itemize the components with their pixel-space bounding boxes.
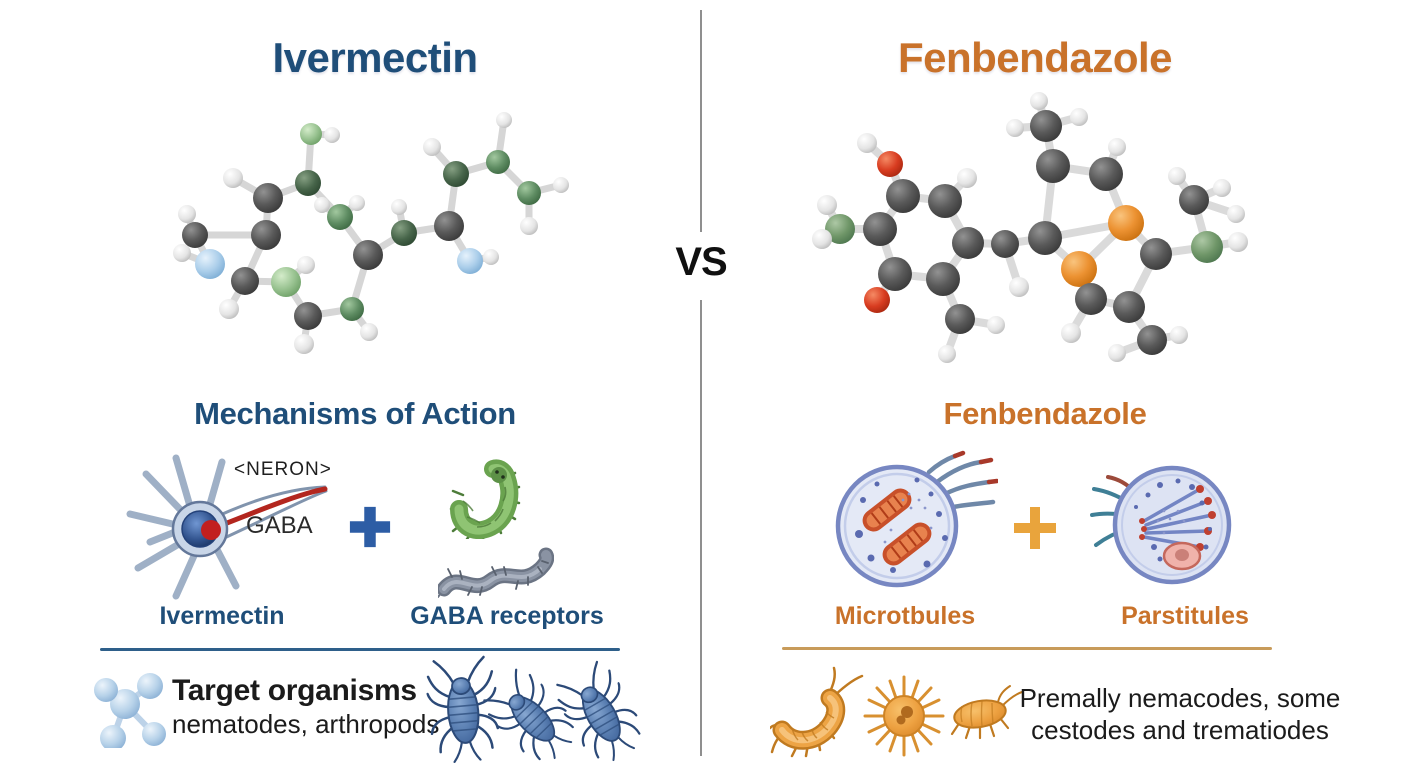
vs-label: VS [675, 240, 727, 284]
gaba-tag-label: GABA [246, 512, 313, 539]
green-worm-icon [449, 459, 521, 539]
right-mechanism-heading: Fenbendazole [943, 396, 1147, 431]
right-factor2-label: Parstitules [1121, 602, 1249, 630]
left-factor1-label: Ivermectin [159, 602, 285, 630]
left-mechanism-heading: Mechanisms of Action [194, 396, 516, 431]
neuron-icon [126, 454, 328, 600]
right-title: Fenbendazole [897, 34, 1173, 81]
left-target-text: nematodes, arthropods [172, 709, 440, 739]
plus-icon-left [349, 506, 391, 548]
orange-parasite-icon-3 [950, 685, 1023, 740]
left-horizontal-rule [100, 648, 620, 651]
right-target-text: Premally nemacodes, some cestodes and tr… [1012, 682, 1348, 746]
orange-parasite-icon-2 [863, 675, 945, 757]
gray-worm-icon [438, 547, 554, 598]
right-target-text-line1: Premally nemacodes, some [1019, 683, 1341, 713]
ivermectin-molecule-icon [173, 112, 569, 354]
left-target-heading: Target organisms [172, 674, 417, 707]
center-divider-bottom [700, 300, 702, 756]
center-divider-top [700, 10, 702, 232]
orange-parasite-icon-1 [770, 666, 864, 758]
left-factor2-label: GABA receptors [410, 602, 604, 630]
left-title: Ivermectin [272, 34, 478, 81]
cell-spindle-icon [1090, 465, 1232, 585]
right-factor1-label: Microtbules [834, 602, 976, 630]
cell-microtubules-icon [835, 450, 998, 588]
fenbendazole-molecule-icon [812, 92, 1248, 363]
right-target-text-line2: cestodes and trematiodes [1031, 715, 1329, 745]
right-horizontal-rule [782, 647, 1272, 650]
neuron-tag-label: <NERON> [234, 459, 332, 480]
small-molecule-icon [94, 673, 166, 748]
plus-icon-right [1014, 507, 1056, 549]
